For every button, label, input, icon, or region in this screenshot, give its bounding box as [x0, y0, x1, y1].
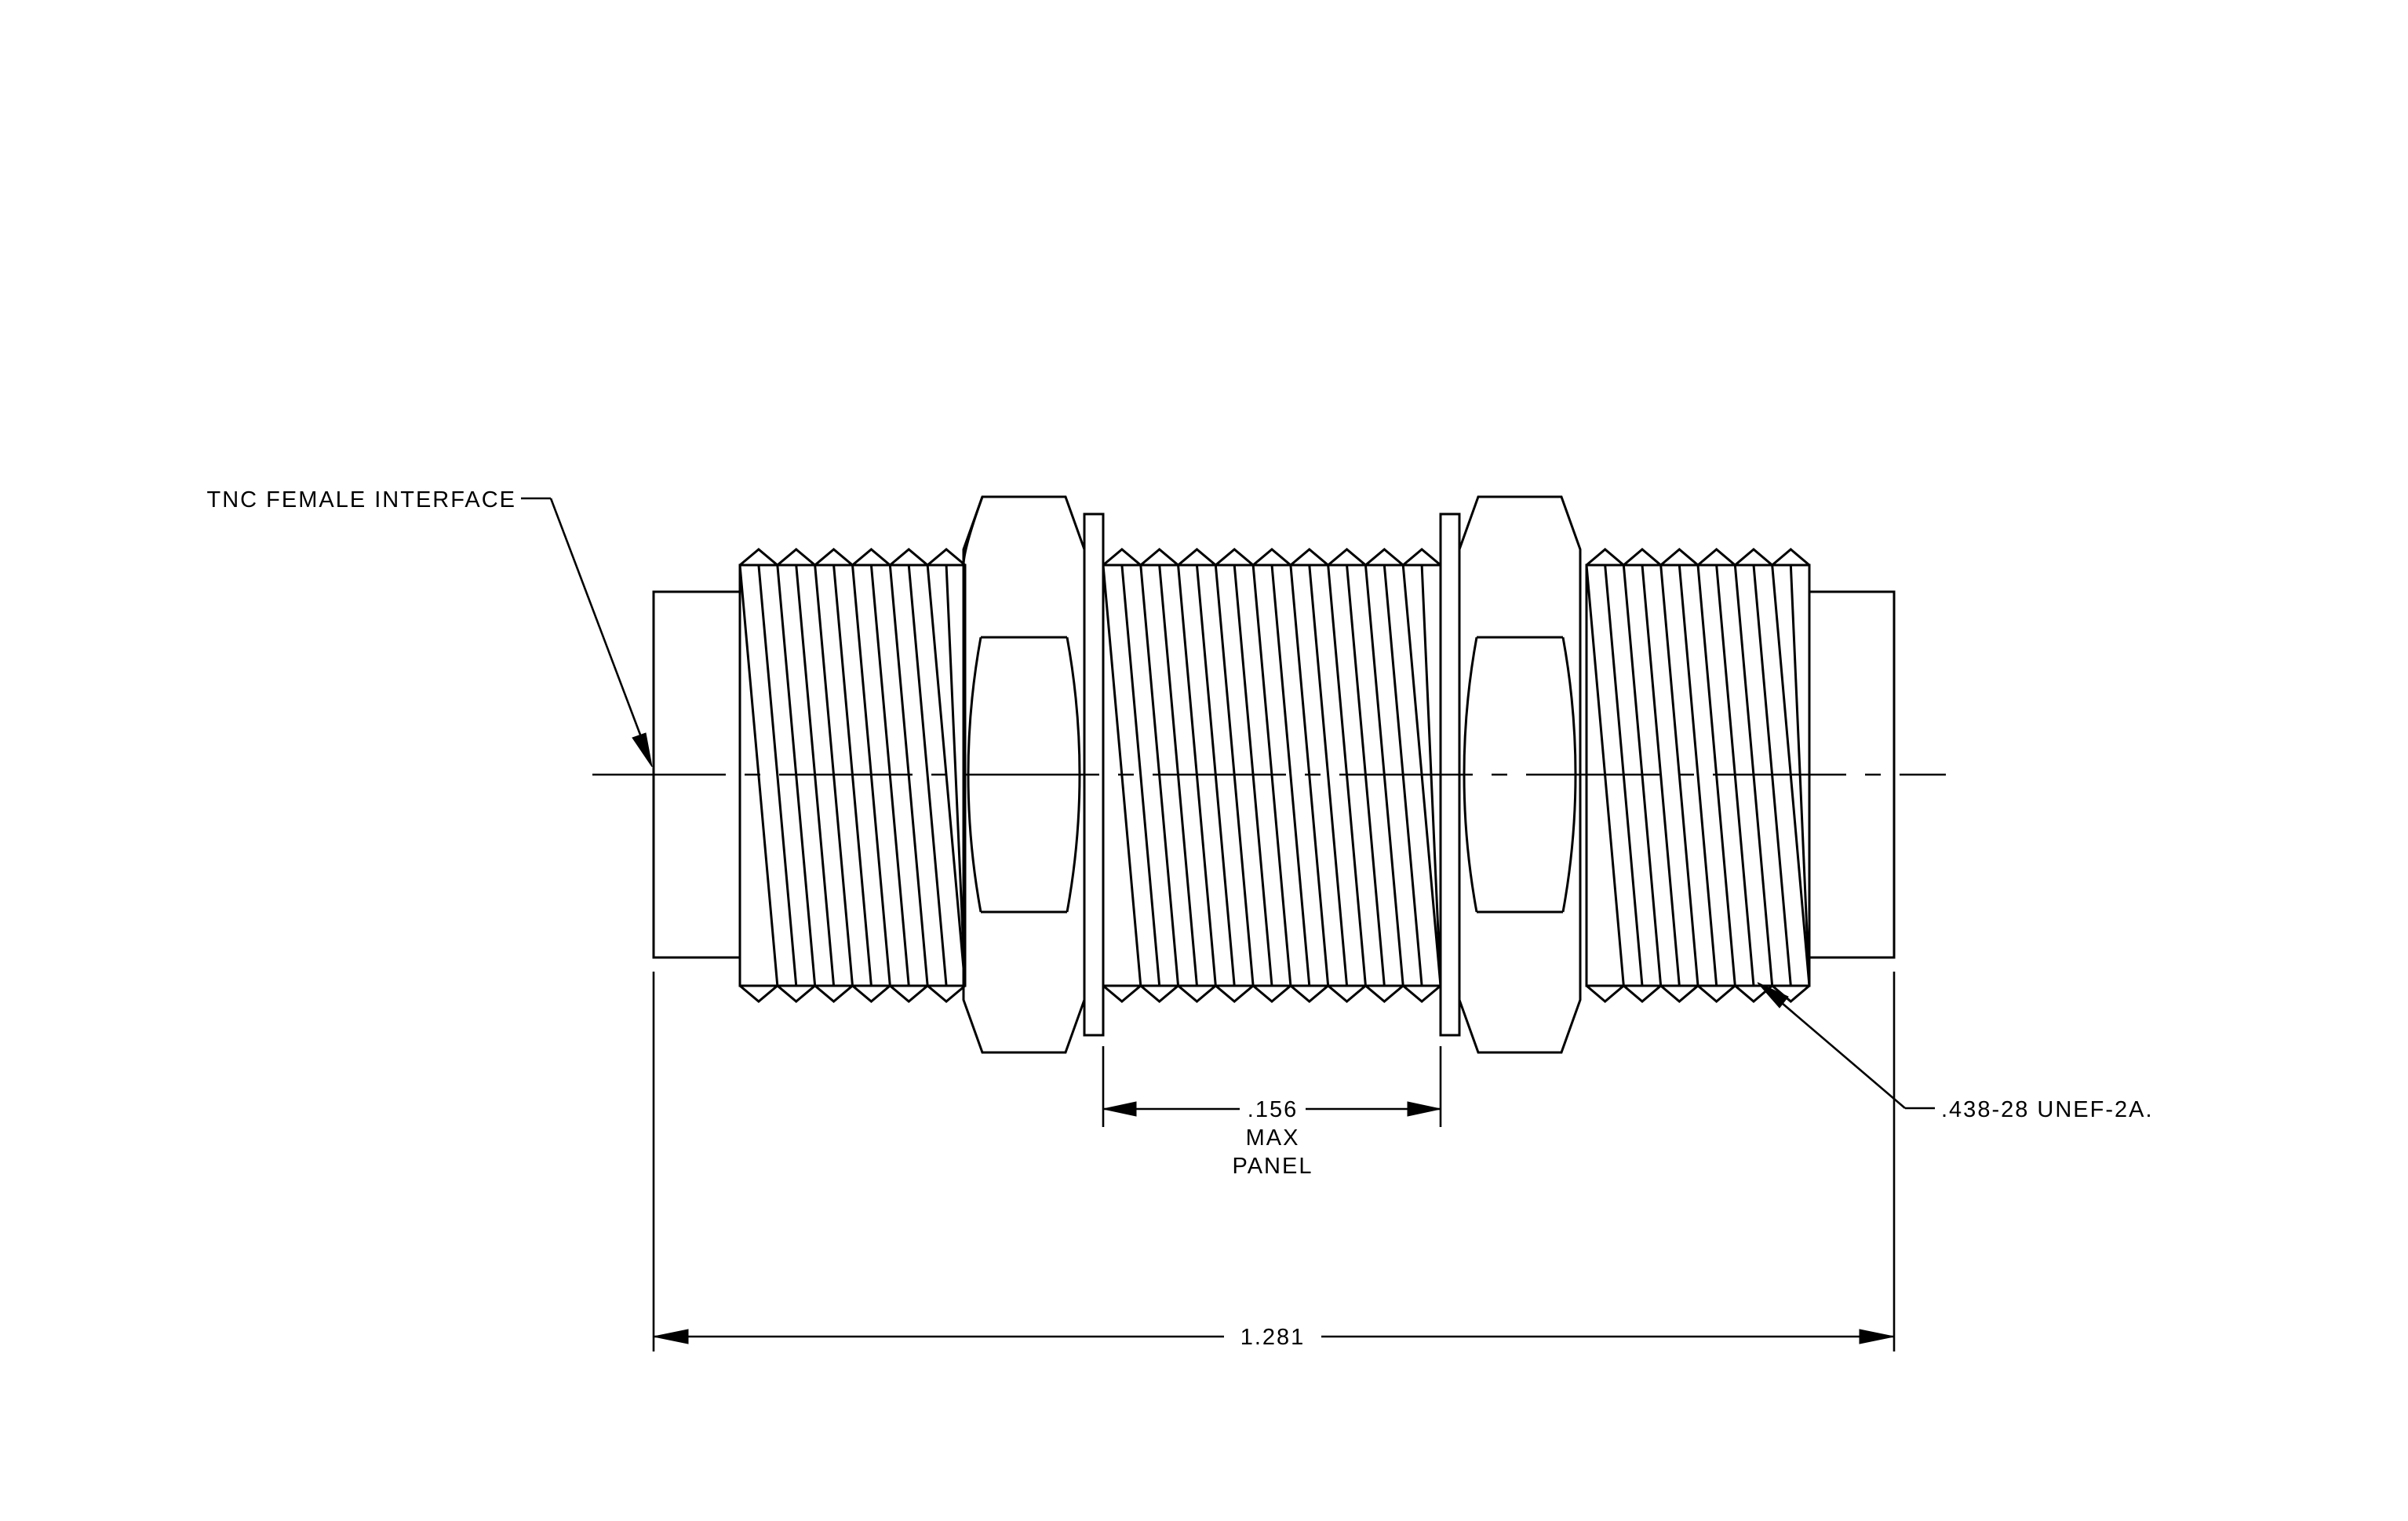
- thread-crest-bottom: [1102, 984, 1441, 1003]
- interface-leader: TNC FEMALE INTERFACE: [207, 487, 653, 768]
- panel-dim-panel: PANEL: [1233, 1154, 1313, 1179]
- thread-flank: [1678, 564, 1718, 987]
- panel-arrow-left: [1102, 1101, 1137, 1117]
- thread-crest-top: [1586, 548, 1810, 567]
- thread-arrow: [1757, 982, 1789, 1009]
- thread-crest-top: [1102, 548, 1441, 567]
- overall-arrow-left: [653, 1329, 689, 1344]
- interface-arrow: [632, 732, 653, 768]
- extension-lines: [652, 972, 1896, 1351]
- thread-crest-bottom: [739, 984, 966, 1003]
- overall-arrow-right: [1859, 1329, 1895, 1344]
- thread-crest-top: [739, 548, 966, 567]
- thread-flank: [945, 564, 967, 987]
- panel-dimension: .156 MAX PANEL: [1102, 1097, 1441, 1179]
- overall-dimension: 1.281: [653, 1325, 1895, 1350]
- panel-dim-value: .156: [1248, 1097, 1298, 1122]
- overall-length-value: 1.281: [1240, 1325, 1306, 1350]
- thread-flank: [1120, 564, 1161, 987]
- panel-arrow-right: [1407, 1101, 1441, 1117]
- thread-flank: [757, 564, 798, 987]
- thread-crest-bottom: [1586, 984, 1810, 1003]
- thread-flank: [1641, 564, 1681, 987]
- thread-flank: [907, 564, 948, 987]
- thread-label: .438-28 UNEF-2A.: [1941, 1097, 2154, 1122]
- thread-flank: [1308, 564, 1349, 987]
- panel-dim-max: MAX: [1246, 1125, 1300, 1151]
- thread-leader: .438-28 UNEF-2A.: [1757, 982, 2154, 1122]
- interface-label: TNC FEMALE INTERFACE: [207, 487, 517, 512]
- thread-flank: [1270, 564, 1311, 987]
